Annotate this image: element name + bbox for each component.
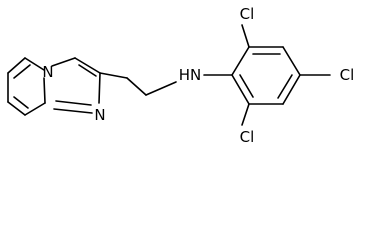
bond [241, 24, 250, 48]
bond [55, 100, 92, 106]
atom-cl-top: Cl [240, 5, 255, 23]
bond [231, 74, 250, 105]
atom-cl-bottom: Cl [240, 128, 255, 146]
bond [277, 74, 293, 99]
bond [7, 57, 26, 74]
bond [51, 57, 76, 67]
imidazole-ring [51, 57, 101, 114]
bond [145, 81, 177, 96]
atom-cl-right: Cl [340, 66, 355, 84]
bond [239, 74, 254, 98]
bond [241, 103, 250, 126]
trichlorophenyl-ring [203, 46, 301, 105]
bond [43, 77, 46, 104]
atom-n-ring: N [94, 106, 105, 124]
atom-nh: HN [179, 66, 202, 84]
bond [78, 64, 97, 77]
bond [24, 57, 45, 71]
bond [53, 108, 93, 114]
bond [231, 46, 250, 76]
methylene-linker [99, 72, 177, 96]
molecule-canvas: N N HN Cl Cl Cl [7, 5, 354, 146]
structure-diagram: N N HN Cl Cl Cl [7, 5, 354, 146]
chloro-substituents [241, 24, 331, 126]
bond [24, 102, 46, 116]
atom-n-bridge: N [42, 63, 53, 81]
bond [126, 77, 147, 96]
bond [282, 46, 301, 76]
bond [13, 96, 29, 109]
pyridine-ring [7, 57, 46, 116]
bond [99, 72, 128, 79]
bond [282, 74, 301, 105]
bond [7, 101, 26, 116]
bond [98, 72, 101, 104]
atom-labels: N N HN Cl Cl Cl [42, 5, 354, 146]
bond [74, 57, 101, 74]
bond [13, 64, 31, 79]
